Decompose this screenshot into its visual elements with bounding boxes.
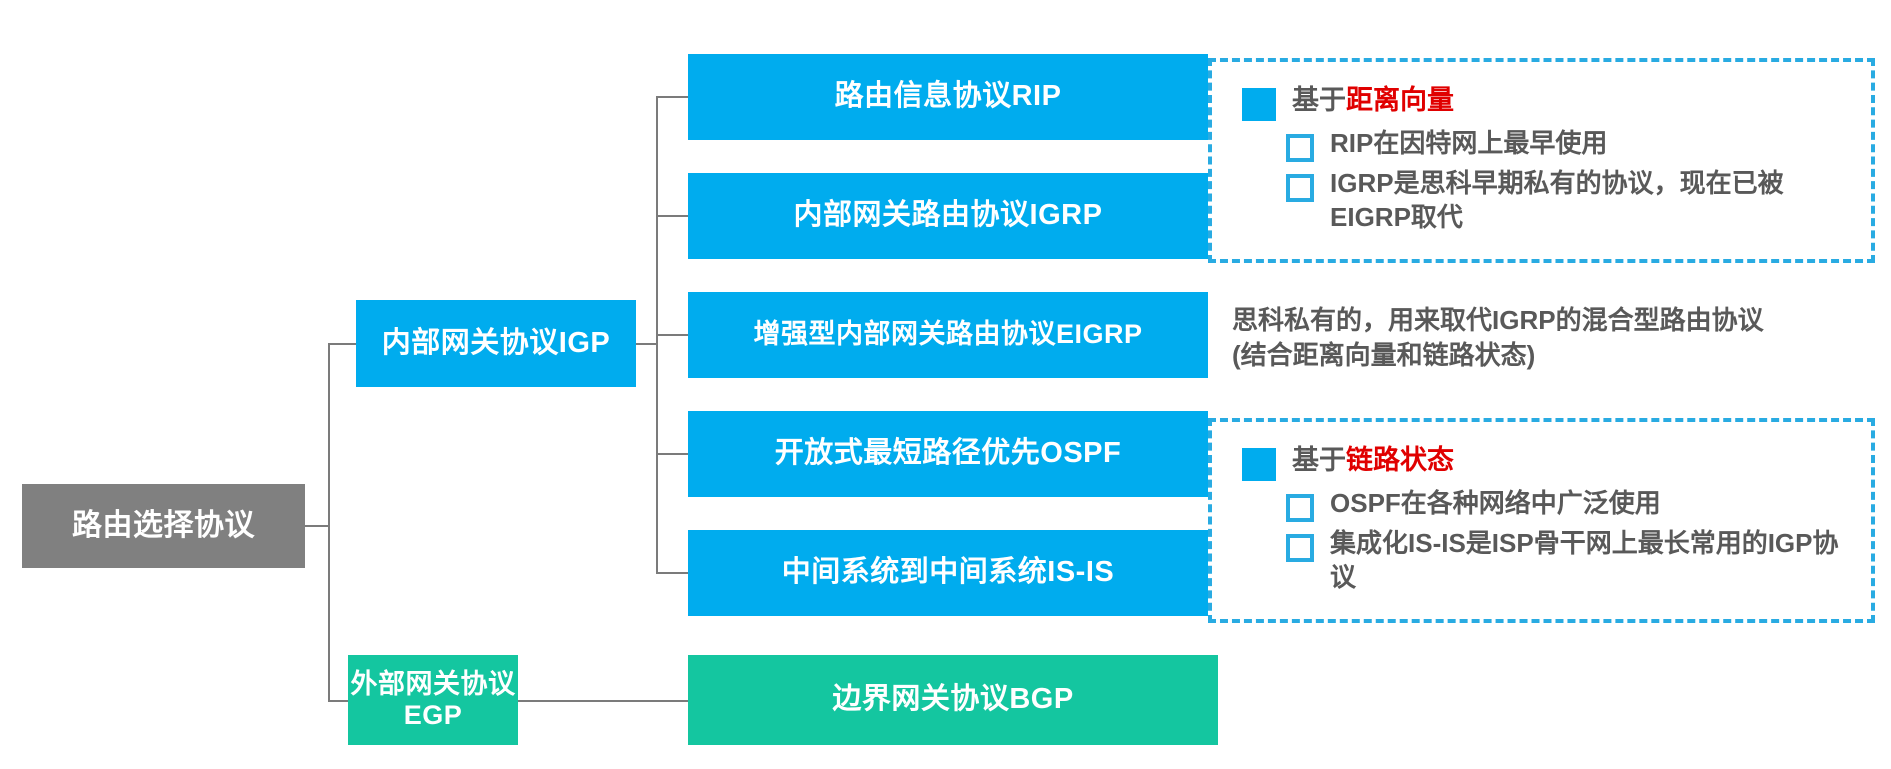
panel-title-highlight: 链路状态 xyxy=(1346,445,1454,475)
connector-igp-to-igrp xyxy=(656,215,688,217)
node-protocol-eigrp-label: 增强型内部网关路由协议EIGRP xyxy=(753,319,1143,350)
list-item[interactable]: RIP在因特网上最早使用 xyxy=(1286,127,1853,162)
panel-bullet-list-distance-vector: RIP在因特网上最早使用 IGRP是思科早期私有的协议，现在已被EIGRP取代 xyxy=(1242,127,1853,235)
panel-title-distance-vector: 基于距离向量 xyxy=(1292,84,1454,118)
checkbox-icon[interactable] xyxy=(1286,494,1314,522)
bullet-label: 集成化IS-IS是ISP骨干网上最长常用的IGP协议 xyxy=(1330,528,1839,592)
panel-title-prefix: 基于 xyxy=(1292,445,1346,475)
checkbox-icon[interactable] xyxy=(1286,174,1314,202)
node-protocol-ospf[interactable]: 开放式最短路径优先OSPF xyxy=(688,411,1208,497)
connector-igp-to-rip xyxy=(656,96,688,98)
legend-swatch-icon xyxy=(1242,88,1276,121)
note-eigrp-line1: 思科私有的，用来取代IGRP的混合型路由协议 xyxy=(1232,305,1764,335)
panel-title-highlight: 距离向量 xyxy=(1346,85,1454,115)
node-protocol-eigrp[interactable]: 增强型内部网关路由协议EIGRP xyxy=(688,292,1208,378)
node-protocol-isis-label: 中间系统到中间系统IS-IS xyxy=(781,556,1115,589)
connector-trunk-to-egp xyxy=(328,700,350,702)
node-root-label: 路由选择协议 xyxy=(72,508,255,542)
checkbox-icon[interactable] xyxy=(1286,134,1314,162)
connector-trunk-main xyxy=(328,344,330,701)
panel-title-prefix: 基于 xyxy=(1292,85,1346,115)
bullet-label: RIP在因特网上最早使用 xyxy=(1330,128,1608,158)
node-protocol-ospf-label: 开放式最短路径优先OSPF xyxy=(774,437,1122,470)
note-eigrp: 思科私有的，用来取代IGRP的混合型路由协议 (结合距离向量和链路状态) xyxy=(1232,303,1882,373)
connector-egp-to-bgp xyxy=(518,700,688,702)
node-egp-label: 外部网关协议EGP xyxy=(350,668,516,730)
connector-igp-stub xyxy=(635,343,658,345)
callout-panel-distance-vector: 基于距离向量 RIP在因特网上最早使用 IGRP是思科早期私有的协议，现在已被E… xyxy=(1208,58,1875,263)
node-protocol-rip-label: 路由信息协议RIP xyxy=(834,80,1062,113)
legend-swatch-icon xyxy=(1242,448,1276,481)
connector-root-stub xyxy=(305,525,330,527)
list-item[interactable]: 集成化IS-IS是ISP骨干网上最长常用的IGP协议 xyxy=(1286,527,1853,595)
node-igp[interactable]: 内部网关协议IGP xyxy=(356,300,636,387)
panel-title-link-state: 基于链路状态 xyxy=(1292,444,1454,478)
panel-bullet-list-link-state: OSPF在各种网络中广泛使用 集成化IS-IS是ISP骨干网上最长常用的IGP协… xyxy=(1242,487,1853,595)
node-protocol-igrp-label: 内部网关路由协议IGRP xyxy=(793,199,1103,232)
connector-igp-to-eigrp xyxy=(656,334,688,336)
checkbox-icon[interactable] xyxy=(1286,534,1314,562)
node-igp-label: 内部网关协议IGP xyxy=(381,326,611,359)
node-protocol-bgp-label: 边界网关协议BGP xyxy=(832,683,1074,716)
panel-content-distance-vector: 基于距离向量 RIP在因特网上最早使用 IGRP是思科早期私有的协议，现在已被E… xyxy=(1242,84,1853,240)
connector-igp-to-ospf xyxy=(656,453,688,455)
panel-header-link-state: 基于链路状态 xyxy=(1242,444,1853,481)
node-protocol-isis[interactable]: 中间系统到中间系统IS-IS xyxy=(688,530,1208,616)
panel-header-distance-vector: 基于距离向量 xyxy=(1242,84,1853,121)
note-eigrp-line2: (结合距离向量和链路状态) xyxy=(1232,340,1536,371)
list-item[interactable]: IGRP是思科早期私有的协议，现在已被EIGRP取代 xyxy=(1286,167,1853,235)
node-root[interactable]: 路由选择协议 xyxy=(22,484,305,568)
list-item[interactable]: OSPF在各种网络中广泛使用 xyxy=(1286,487,1853,522)
connector-trunk-to-igp xyxy=(328,343,356,345)
connector-igp-to-isis xyxy=(656,572,688,574)
node-protocol-bgp[interactable]: 边界网关协议BGP xyxy=(688,655,1218,745)
panel-content-link-state: 基于链路状态 OSPF在各种网络中广泛使用 集成化IS-IS是ISP骨干网上最长… xyxy=(1242,444,1853,600)
bullet-label: OSPF在各种网络中广泛使用 xyxy=(1330,488,1661,518)
node-egp[interactable]: 外部网关协议EGP xyxy=(348,655,518,745)
callout-panel-link-state: 基于链路状态 OSPF在各种网络中广泛使用 集成化IS-IS是ISP骨干网上最长… xyxy=(1208,418,1875,623)
bullet-label: IGRP是思科早期私有的协议，现在已被EIGRP取代 xyxy=(1330,168,1784,232)
node-protocol-rip[interactable]: 路由信息协议RIP xyxy=(688,54,1208,140)
node-protocol-igrp[interactable]: 内部网关路由协议IGRP xyxy=(688,173,1208,259)
